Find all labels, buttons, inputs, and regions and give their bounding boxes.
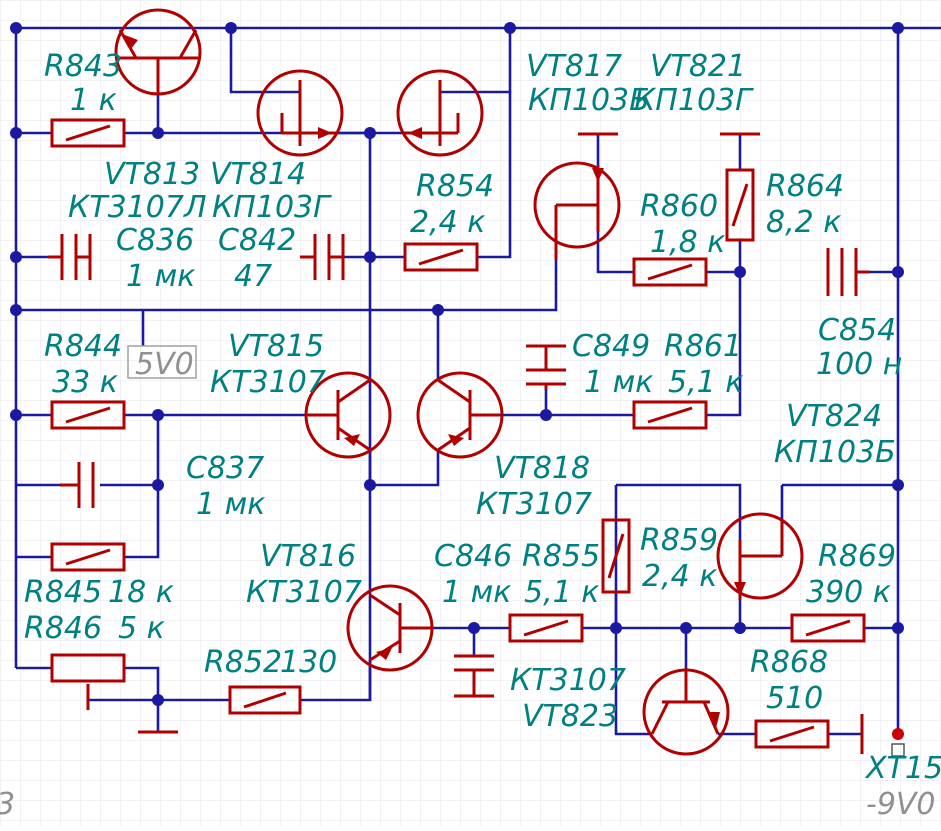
- c846-value: 1 мк: [442, 575, 511, 610]
- r852-value: 130: [280, 645, 337, 680]
- r855-value: 5,1 к: [524, 575, 599, 610]
- r846-ref: R846: [24, 611, 102, 646]
- r868-ref: R868: [750, 645, 828, 680]
- r846-value: 5 к: [118, 611, 165, 646]
- xt15-net: -9V0: [866, 787, 936, 822]
- capacitor-c854[interactable]: [826, 248, 870, 296]
- c846-ref: C846: [434, 539, 512, 574]
- c849-ref: C849: [572, 329, 650, 364]
- xt15-ref: XT15: [864, 751, 941, 786]
- capacitor-c836[interactable]: [48, 234, 92, 280]
- resistor-r864[interactable]: [725, 168, 755, 242]
- vt824-ref: VT824: [786, 399, 882, 434]
- transistor-vt818[interactable]: [416, 371, 504, 459]
- c854-value: 100 н: [816, 347, 902, 382]
- vt813-type: КТ3107Л: [68, 190, 207, 225]
- resistor-r861[interactable]: [632, 400, 708, 430]
- net-flag-box: [127, 345, 197, 379]
- c837-ref: C837: [186, 451, 264, 486]
- transistor-vt823[interactable]: [642, 668, 730, 756]
- c849-value: 1 мк: [584, 365, 653, 400]
- capacitor-c849[interactable]: [526, 344, 566, 390]
- c837-value: 1 мк: [196, 487, 265, 522]
- resistor-r859[interactable]: [601, 518, 631, 594]
- vt815-type: КТ3107: [210, 365, 326, 400]
- capacitor-c837[interactable]: [60, 462, 95, 508]
- r855-ref: R855: [522, 539, 600, 574]
- xt15-connector[interactable]: [891, 743, 905, 757]
- transistor-vt813[interactable]: [114, 8, 202, 96]
- vt815-ref: VT815: [228, 329, 324, 364]
- c842-ref: C842: [218, 223, 296, 258]
- capacitor-c842[interactable]: [300, 234, 345, 280]
- vt823-type: КТ3107: [510, 663, 626, 698]
- transistor-vt821[interactable]: [533, 161, 621, 260]
- capacitor-c846[interactable]: [454, 654, 494, 698]
- resistor-r844[interactable]: [50, 400, 126, 430]
- r859-ref: R859: [640, 523, 718, 558]
- r864-ref: R864: [766, 169, 844, 204]
- vt818-type: КТ3107: [476, 487, 592, 522]
- r854-ref: R854: [416, 169, 494, 204]
- vt817-type: КП103Б: [528, 83, 650, 118]
- r843-value: 1 к: [70, 83, 117, 118]
- r861-value: 5,1 к: [668, 365, 743, 400]
- r860-value: 1,8 к: [650, 225, 725, 260]
- r869-ref: R869: [818, 539, 896, 574]
- r854-value: 2,4 к: [410, 205, 485, 240]
- r859-value: 2,4 к: [642, 559, 717, 594]
- vt817-ref: VT817: [526, 49, 622, 84]
- vt823-ref: VT823: [522, 699, 618, 734]
- resistor-r852[interactable]: [228, 685, 302, 715]
- left-edge-label: 3: [0, 787, 15, 822]
- r861-ref: R861: [664, 329, 742, 364]
- c836-ref: C836: [116, 223, 194, 258]
- c842-value: 47: [234, 259, 272, 294]
- resistor-r855[interactable]: [508, 613, 584, 643]
- vt814-type: КП103Г: [212, 190, 332, 225]
- vt821-type: КП103Г: [634, 83, 754, 118]
- r860-ref: R860: [640, 189, 718, 224]
- resistor-r854[interactable]: [403, 242, 479, 272]
- transistor-vt817[interactable]: [396, 69, 484, 157]
- transistor-vt816[interactable]: [346, 584, 434, 672]
- resistor-r868[interactable]: [754, 719, 830, 749]
- r869-value: 390 к: [806, 575, 891, 610]
- net-label-5v0: 5V0: [135, 347, 194, 382]
- vt821-ref: VT821: [650, 49, 746, 84]
- vt824-type: КП103Б: [774, 435, 896, 470]
- r845-value: 18 к: [108, 575, 174, 610]
- junctions: [10, 22, 904, 740]
- ground-symbols: [138, 132, 864, 754]
- resistor-r860[interactable]: [632, 257, 708, 287]
- r868-value: 510: [766, 681, 823, 716]
- vt816-ref: VT816: [260, 539, 356, 574]
- resistor-r845[interactable]: [50, 542, 126, 572]
- r845-ref: R845: [24, 575, 102, 610]
- vt818-ref: VT818: [494, 451, 590, 486]
- vt813-ref: VT813: [104, 157, 200, 192]
- transistor-vt815[interactable]: [304, 371, 392, 459]
- resistor-r843[interactable]: [50, 118, 126, 148]
- transistor-vt814[interactable]: [256, 69, 344, 157]
- c836-value: 1 мк: [126, 259, 195, 294]
- vt816-type: КТ3107: [246, 575, 362, 610]
- labels: R843 1 к VT813 КТ3107Л VT814 КП103Г VT81…: [0, 49, 941, 822]
- r864-value: 8,2 к: [766, 205, 841, 240]
- potentiometer-r846[interactable]: [50, 653, 126, 710]
- resistor-r869[interactable]: [790, 613, 866, 643]
- r852-ref: R852: [204, 645, 282, 680]
- r843-ref: R843: [44, 49, 122, 84]
- r844-ref: R844: [44, 329, 122, 364]
- vt814-ref: VT814: [210, 157, 306, 192]
- transistor-vt824[interactable]: [716, 512, 804, 600]
- r844-value: 33 к: [52, 365, 118, 400]
- c854-ref: C854: [818, 313, 896, 348]
